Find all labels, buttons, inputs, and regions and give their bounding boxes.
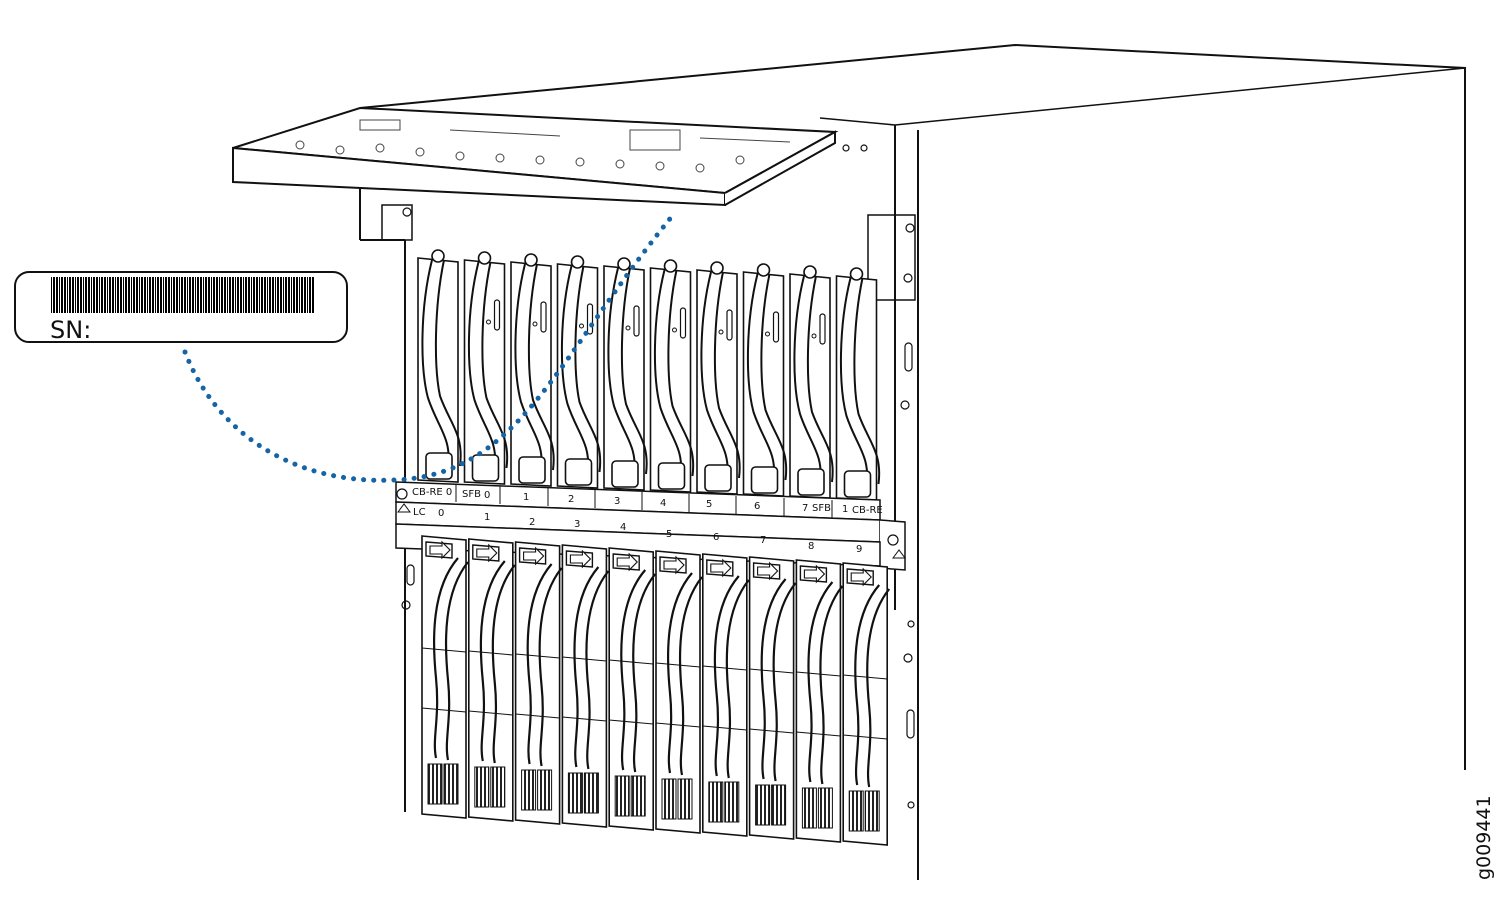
top-card-slot	[417, 249, 462, 483]
lc-number-0: 0	[438, 508, 444, 519]
line-card-slot	[842, 562, 891, 846]
top-card-slot	[789, 265, 834, 499]
sfb-number-0: 0	[484, 490, 490, 501]
top-card-slot	[742, 263, 788, 497]
top-card-slot	[696, 261, 741, 495]
sfb-number-1: 1	[523, 492, 529, 503]
line-card-slot	[795, 559, 844, 843]
line-card-row	[421, 535, 891, 846]
line-card-slot	[561, 544, 610, 828]
line-card-slot	[514, 541, 563, 825]
lc-number-3: 3	[574, 519, 580, 530]
cb-re-1-number: 1	[842, 504, 848, 515]
lc-number-1: 1	[484, 512, 490, 523]
sfb-number-2: 2	[568, 494, 574, 505]
top-card-row	[417, 249, 881, 501]
line-card-slot	[748, 556, 797, 840]
top-card-slot	[603, 257, 648, 491]
top-card-slot	[649, 259, 695, 493]
lc-label: LC	[413, 507, 426, 518]
line-card-slot	[421, 535, 469, 819]
sfb-suffix-label: SFB	[812, 503, 831, 514]
top-card-slot	[556, 255, 602, 489]
figure-id: g009441	[1473, 795, 1495, 880]
sfb-number-7: 7	[802, 503, 808, 514]
label-location-callout	[182, 212, 676, 483]
lc-number-4: 4	[620, 522, 626, 533]
line-card-slot	[608, 547, 657, 831]
craft-interface-panel	[232, 106, 839, 207]
barcode	[50, 277, 314, 313]
sfb-number-4: 4	[660, 498, 666, 509]
line-card-slot	[702, 553, 750, 837]
lc-number-6: 6	[713, 532, 719, 543]
top-card-slot	[835, 267, 881, 501]
sn-text: SN:	[50, 316, 91, 344]
sfb-number-5: 5	[706, 499, 712, 510]
lc-number-9: 9	[856, 544, 862, 555]
serial-number-label: SN:	[14, 271, 348, 344]
top-card-slot	[510, 253, 555, 487]
lc-number-2: 2	[529, 517, 535, 528]
line-card-slot	[468, 538, 516, 822]
cb-re-0-label: CB-RE 0	[412, 487, 452, 498]
sfb-label: SFB	[462, 489, 481, 500]
lc-number-5: 5	[666, 529, 672, 540]
lc-number-8: 8	[808, 541, 814, 552]
sfb-number-3: 3	[614, 496, 620, 507]
sfb-number-6: 6	[754, 501, 760, 512]
cb-re-1-label: CB-RE	[852, 505, 883, 516]
lc-number-7: 7	[760, 535, 766, 546]
top-card-slot	[463, 251, 509, 485]
line-card-slot	[655, 550, 703, 834]
